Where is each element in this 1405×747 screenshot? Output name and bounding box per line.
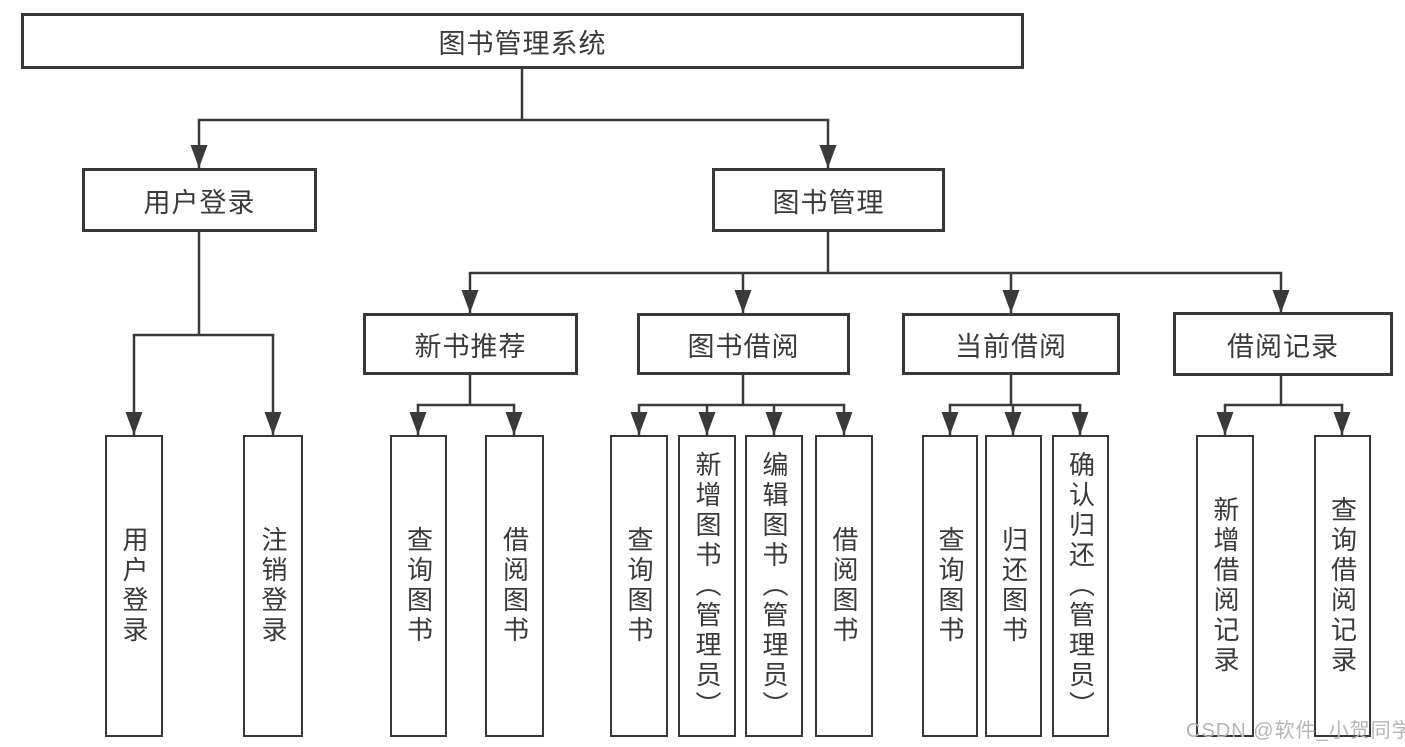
node-user-login-branch: 用户登录 [82,168,317,232]
node-borrow-records: 借阅记录 [1173,312,1393,376]
node-leaf-logout: 注销登录 [243,435,303,737]
csdn-watermark: CSDN @软件_小贺同学 [1186,720,1405,742]
node-book-management-branch: 图书管理 [712,168,945,232]
node-leaf-borrow-lend-book: 借阅图书 [815,435,873,737]
node-leaf-borrow-query-book: 查询图书 [610,435,668,737]
node-root: 图书管理系统 [21,13,1024,69]
node-leaf-recommend-query-book: 查询图书 [390,435,447,737]
node-leaf-confirm-return-admin: 确认归还（管理员） [1052,435,1109,737]
node-leaf-add-borrow-record: 新增借阅记录 [1196,435,1254,737]
node-new-book-recommend: 新书推荐 [363,313,578,375]
node-leaf-query-borrow-record: 查询借阅记录 [1314,435,1371,737]
node-book-borrowing: 图书借阅 [637,313,850,375]
node-leaf-current-query-book: 查询图书 [922,435,978,737]
node-leaf-return-book: 归还图书 [985,435,1042,737]
node-leaf-user-login: 用户登录 [105,435,163,737]
node-leaf-edit-book-admin: 编辑图书（管理员） [745,435,803,737]
node-current-borrowing: 当前借阅 [902,313,1120,375]
node-leaf-add-book-admin: 新增图书（管理员） [678,435,736,737]
node-leaf-recommend-borrow-book: 借阅图书 [485,435,544,737]
